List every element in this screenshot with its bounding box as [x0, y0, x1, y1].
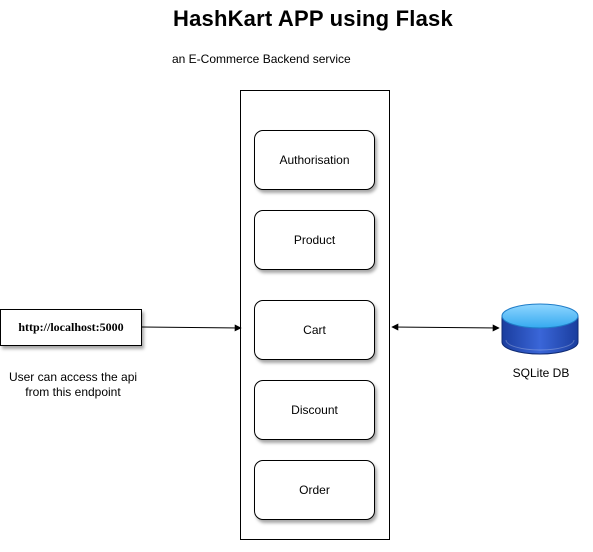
endpoint-note: User can access the api from this endpoi… — [8, 370, 138, 399]
endpoint-box[interactable]: http://localhost:5000 — [0, 309, 142, 346]
service-discount[interactable]: Discount — [254, 380, 375, 440]
service-label: Cart — [303, 323, 326, 337]
service-product[interactable]: Product — [254, 210, 375, 270]
service-order[interactable]: Order — [254, 460, 375, 520]
service-authorisation[interactable]: Authorisation — [254, 130, 375, 190]
service-label: Authorisation — [279, 153, 350, 167]
diagram-title: HashKart APP using Flask — [173, 6, 453, 31]
endpoint-label: http://localhost:5000 — [18, 320, 124, 334]
service-cart[interactable]: Cart — [254, 300, 375, 360]
service-label: Product — [293, 233, 336, 247]
service-label: Discount — [291, 403, 338, 417]
database-icon — [501, 303, 579, 355]
app-to-db-arrow — [391, 323, 500, 332]
service-label: Order — [299, 483, 330, 497]
diagram-subtitle: an E-Commerce Backend service — [172, 52, 351, 66]
database-label: SQLite DB — [512, 366, 570, 380]
endpoint-to-app-arrow — [141, 324, 242, 332]
